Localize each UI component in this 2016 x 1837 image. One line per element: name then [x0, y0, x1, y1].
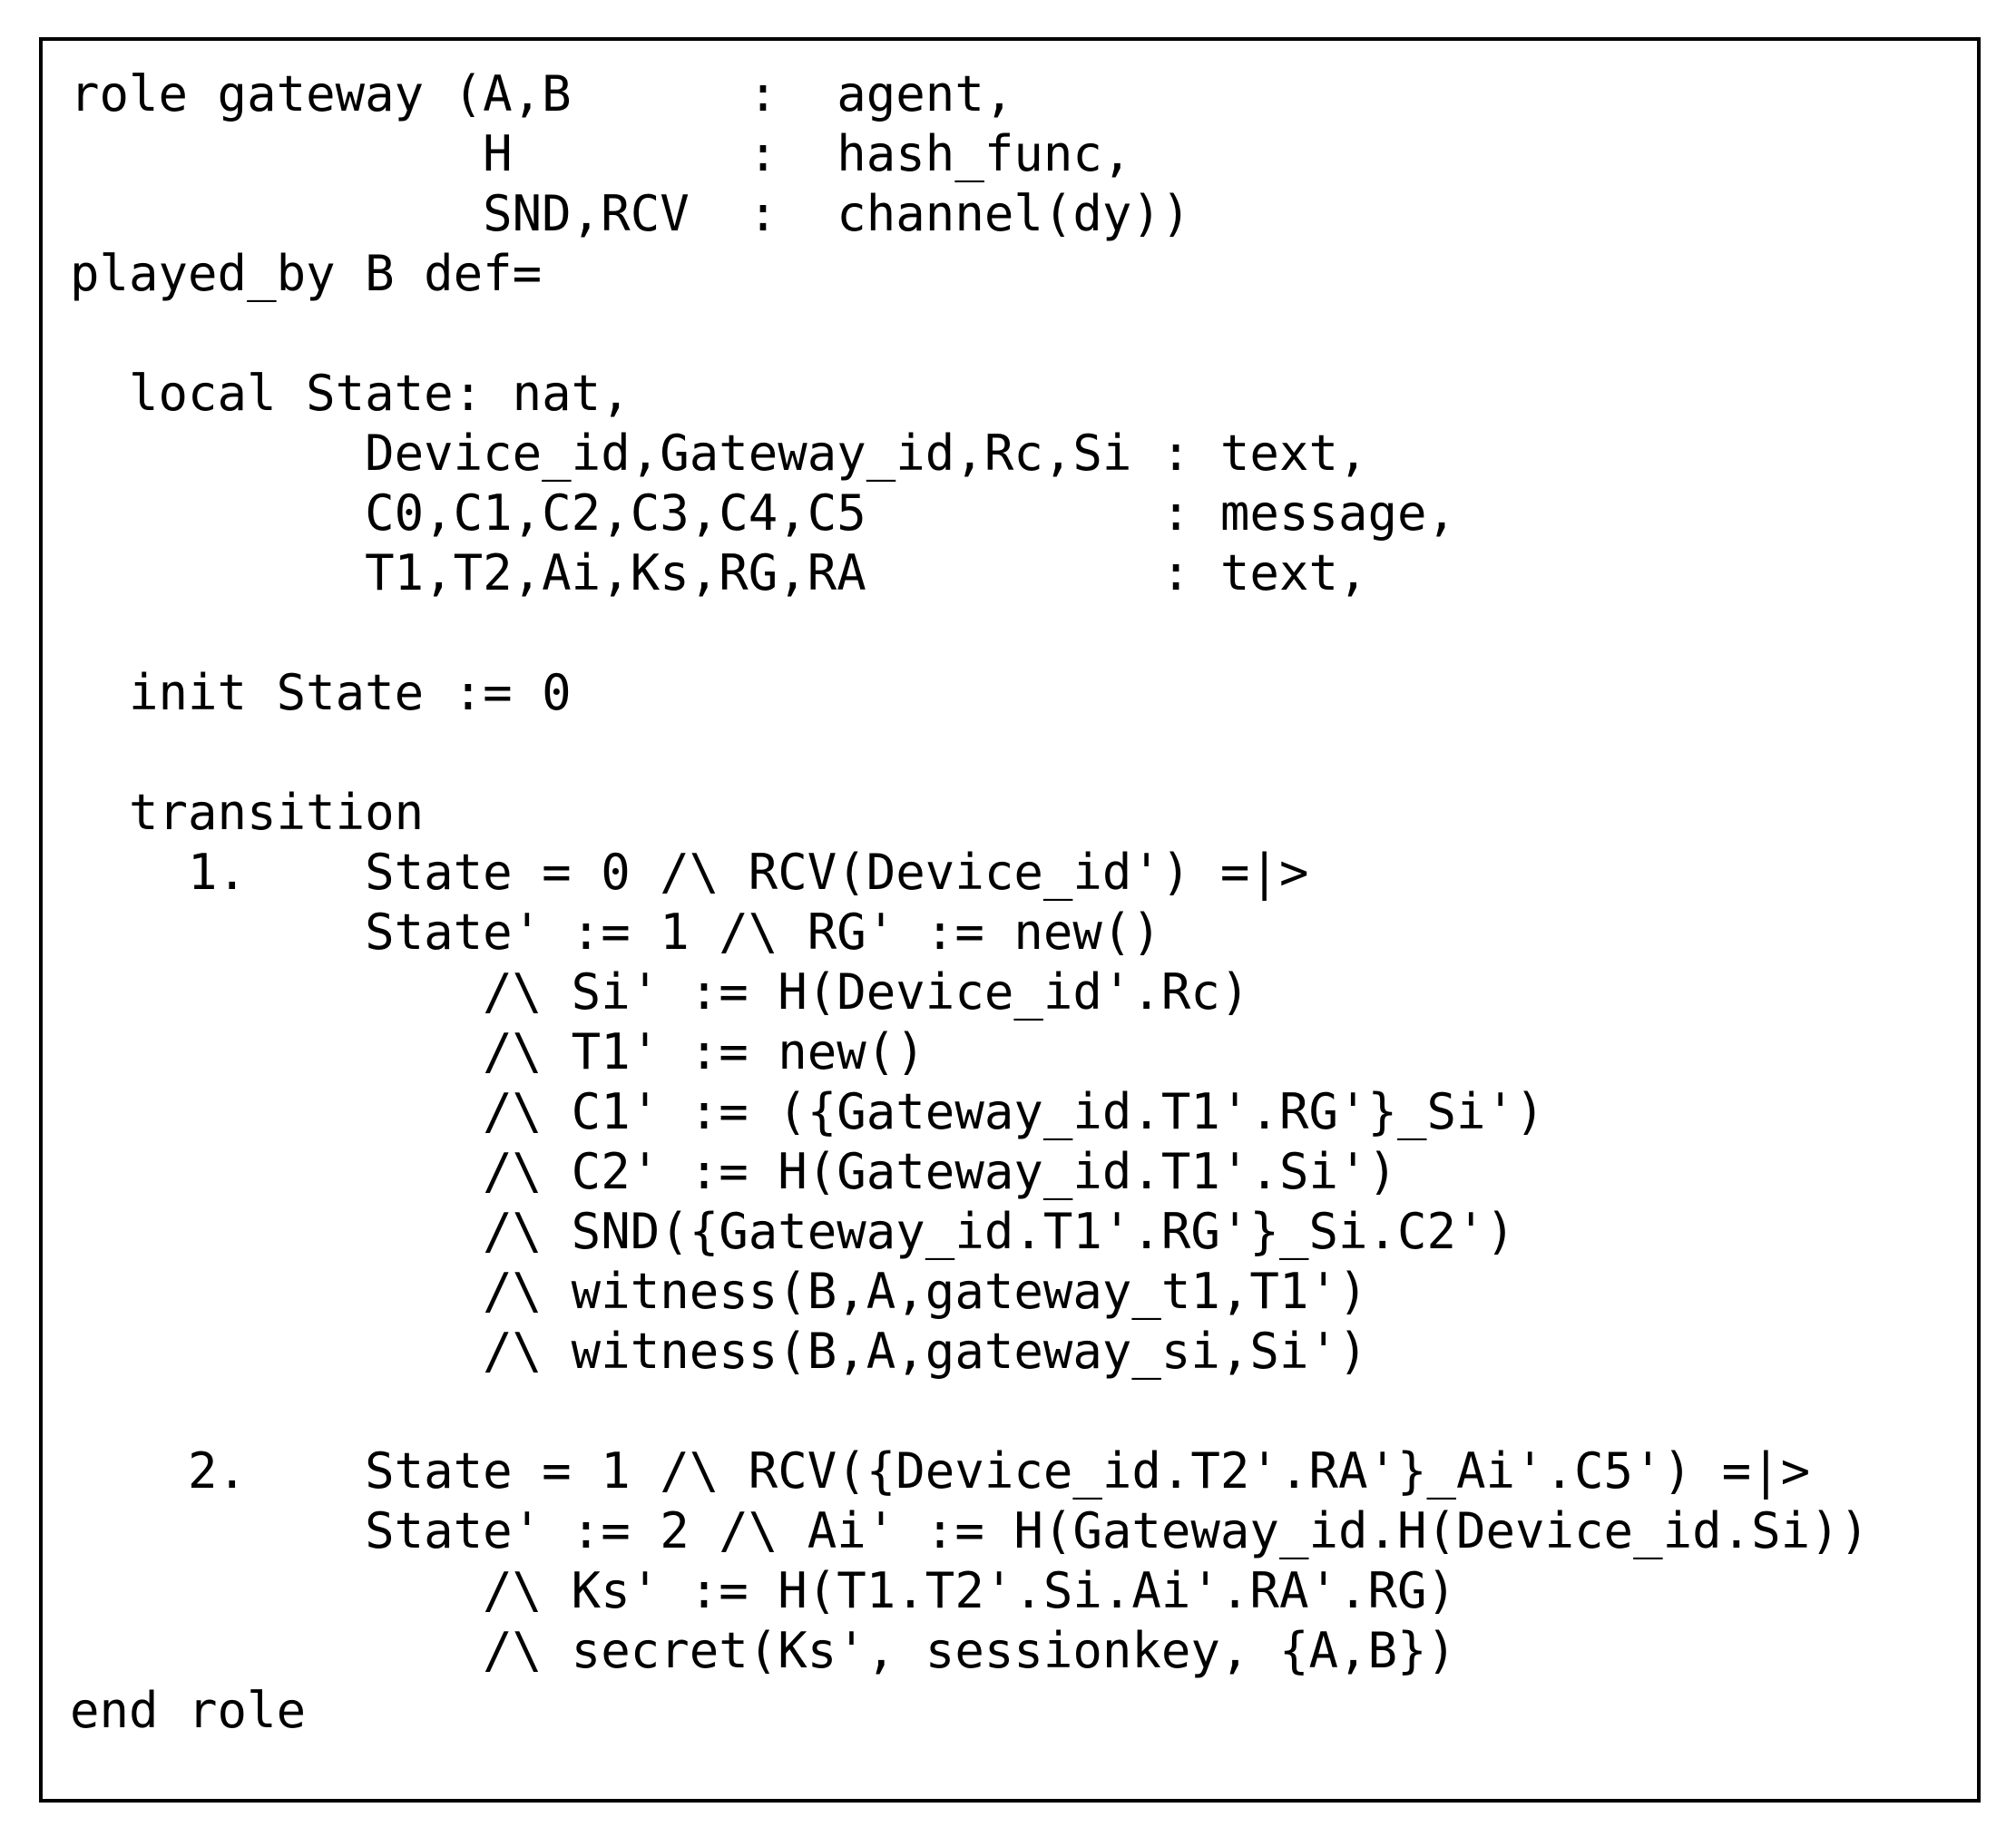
- code-listing: role gateway (A,B : agent, H : hash_func…: [70, 65, 1870, 1739]
- code-listing-box: role gateway (A,B : agent, H : hash_func…: [39, 37, 1981, 1803]
